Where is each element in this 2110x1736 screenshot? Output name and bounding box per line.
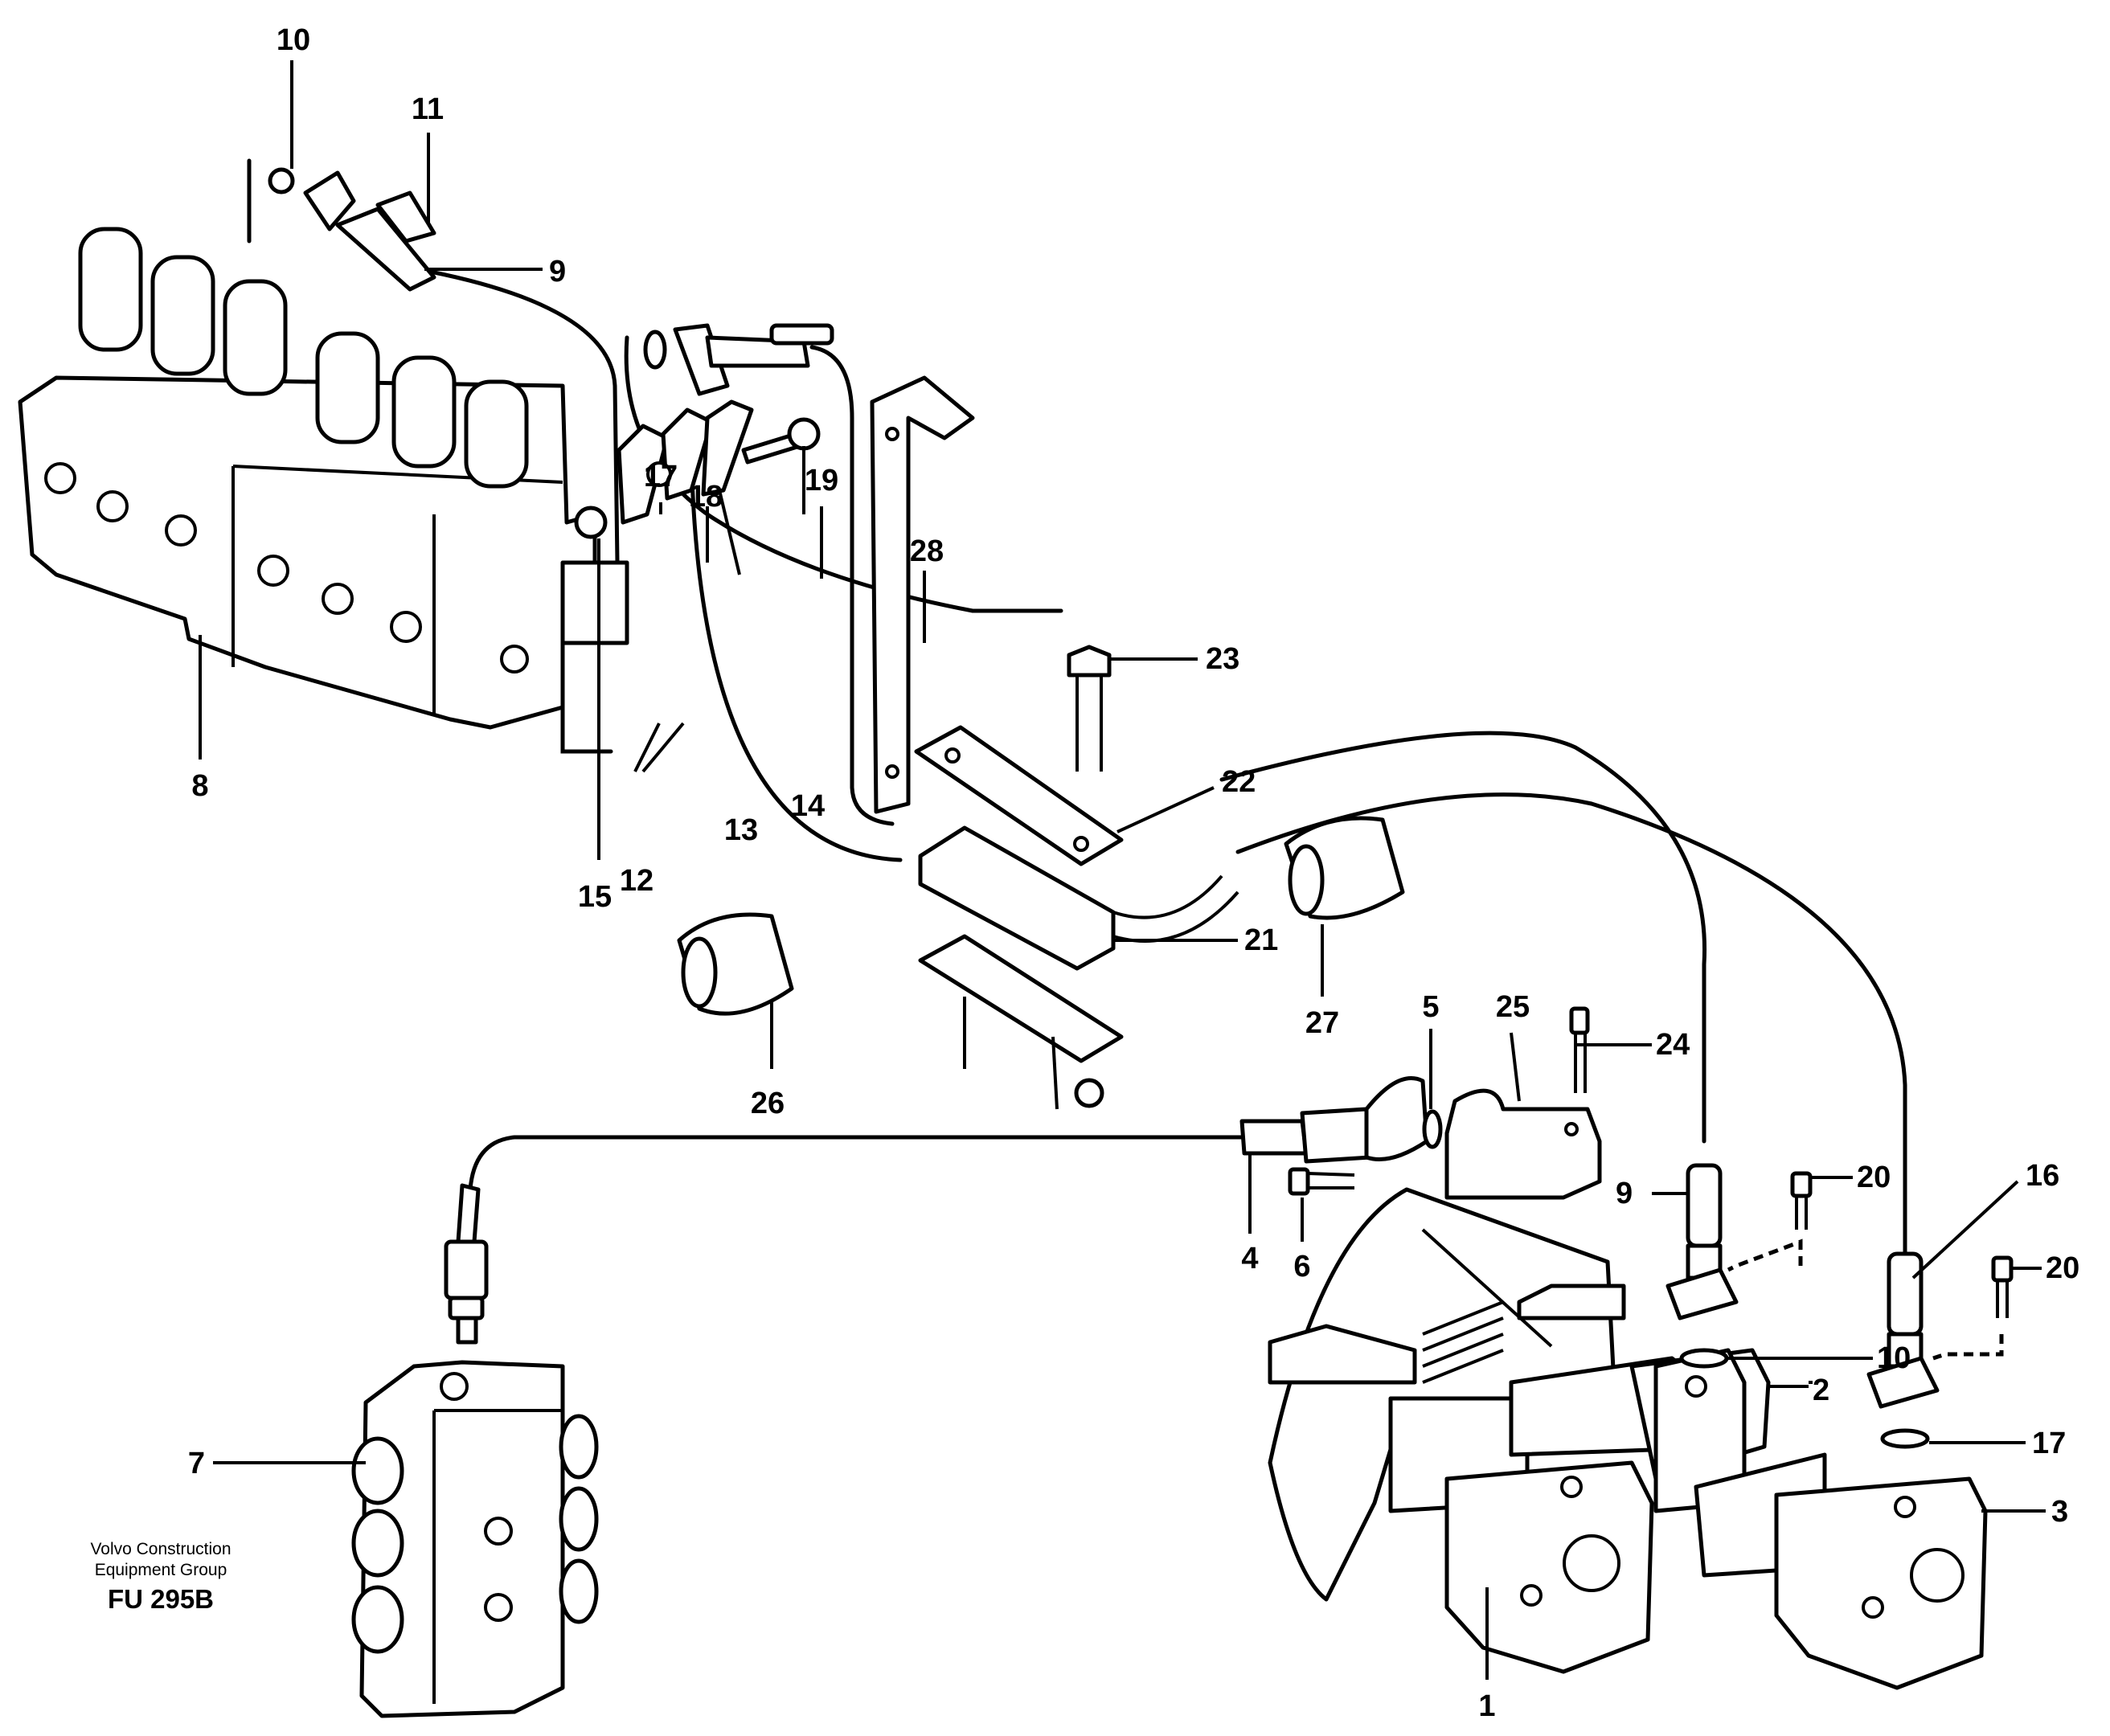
callout-labels: 10 11 9 8 17 18 19 28 23 22 14 13 15 12 …	[188, 23, 2079, 1723]
callout-17-top: 17	[644, 460, 678, 493]
callout-25: 25	[1496, 990, 1530, 1024]
valve-block-7	[351, 1360, 599, 1718]
leader-lines	[199, 60, 2046, 1680]
callout-12: 12	[620, 864, 653, 898]
callout-22: 22	[1222, 765, 1256, 799]
callout-21: 21	[1244, 923, 1278, 957]
pump-3	[1694, 1452, 1988, 1690]
hose-end-4	[1239, 1076, 1443, 1164]
callout-3: 3	[2051, 1495, 2068, 1529]
hydraulic-lines	[247, 158, 1907, 1260]
callout-5: 5	[1422, 990, 1439, 1024]
hose-guard-27	[1284, 816, 1405, 920]
block-25	[1444, 1088, 1602, 1200]
pump-1	[1388, 1396, 1654, 1674]
bolt-20a	[1727, 1171, 1813, 1272]
callout-10-lower: 10	[1877, 1341, 1911, 1375]
pressure-sensor-9-lower	[1665, 1163, 1739, 1369]
callout-19: 19	[805, 464, 838, 497]
callout-6: 6	[1293, 1250, 1310, 1284]
plate-lower	[918, 934, 1124, 1110]
callout-27: 27	[1305, 1006, 1339, 1040]
callout-28: 28	[910, 534, 944, 568]
callout-9-top: 9	[549, 255, 566, 289]
callout-23: 23	[1206, 642, 1239, 676]
caption-line-1: Volvo Construction	[90, 1540, 231, 1558]
pressure-sensor-16	[1866, 1251, 1940, 1449]
bolt-6	[1288, 1167, 1355, 1196]
bracket-28	[870, 375, 975, 814]
figure-code: FU 295B	[107, 1584, 215, 1614]
bracket-12-13	[574, 399, 821, 539]
pressure-sensor-9-top	[268, 167, 436, 292]
cooling-fins	[1422, 1300, 1504, 1384]
publisher-caption: Volvo Construction Equipment Group FU 29…	[76, 1539, 245, 1615]
solenoid-caps	[78, 227, 529, 489]
caption-line-2: Equipment Group	[94, 1561, 227, 1579]
bolt-20b	[1932, 1255, 2014, 1361]
plate-22	[914, 725, 1124, 866]
callout-7: 7	[188, 1447, 205, 1480]
callout-13: 13	[724, 813, 758, 847]
callout-24: 24	[1656, 1028, 1690, 1062]
callout-20-b: 20	[2046, 1251, 2079, 1285]
clamp-21	[918, 825, 1239, 971]
callout-10-top: 10	[277, 23, 310, 57]
sensor-18	[643, 323, 834, 396]
pump-2	[1509, 1348, 1771, 1513]
callout-20-a: 20	[1857, 1161, 1891, 1194]
callout-14: 14	[791, 789, 825, 823]
valve-bolt-heads	[44, 462, 529, 674]
callout-11: 11	[412, 92, 444, 126]
callout-16: 16	[2026, 1159, 2059, 1193]
callout-9-lower: 9	[1616, 1177, 1633, 1210]
bolt-23	[1067, 645, 1112, 772]
pump-assembly	[1268, 1187, 1988, 1690]
callout-17-lower: 17	[2032, 1427, 2066, 1460]
hose-guard-26	[677, 912, 794, 1016]
callout-15: 15	[578, 880, 612, 914]
control-valve-8	[18, 227, 629, 730]
pressure-sensor-7	[444, 1183, 489, 1345]
callout-8: 8	[191, 769, 208, 803]
callout-1: 1	[1478, 1689, 1495, 1723]
callout-26: 26	[751, 1087, 785, 1120]
callout-2: 2	[1813, 1374, 1829, 1407]
bolt-24	[1569, 1006, 1590, 1093]
callout-18: 18	[689, 480, 723, 514]
callout-4: 4	[1241, 1242, 1258, 1275]
